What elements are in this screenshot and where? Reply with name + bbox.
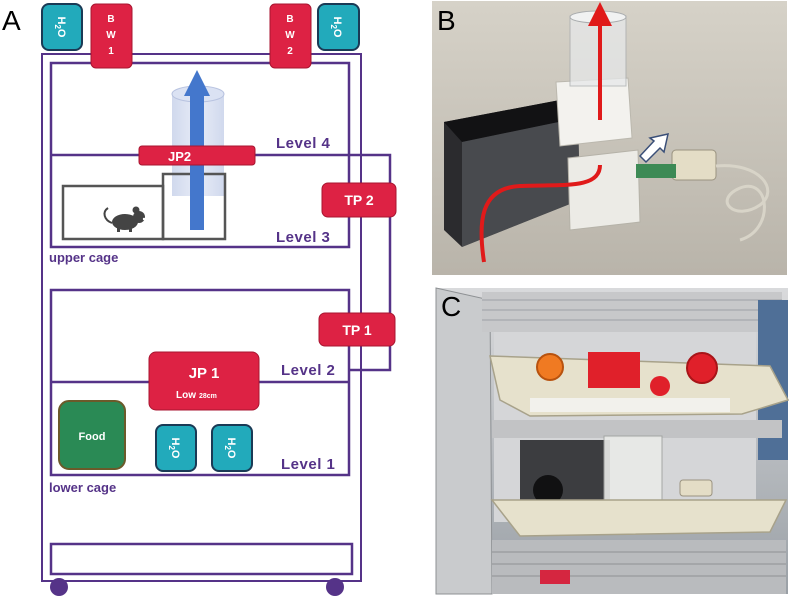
bw2-box (269, 3, 312, 69)
lower-cage-label: lower cage (49, 480, 116, 495)
water-label-lower-1: H2O (167, 438, 181, 459)
bw1-letter-1: B (107, 14, 114, 25)
lower-tray (490, 499, 788, 537)
transparent-front (462, 118, 580, 247)
food-label: Food (79, 431, 106, 443)
bw1-letter-2: W (106, 30, 116, 41)
bw2-letter-2: W (285, 30, 295, 41)
lower-sensor-box (679, 479, 713, 497)
jp2-platform (138, 145, 256, 166)
jump-arrow-head (184, 70, 210, 96)
red-tunnel-small (650, 376, 670, 396)
food-container (58, 400, 126, 470)
panel-label-c: C (441, 291, 461, 322)
red-item-floor (540, 570, 570, 584)
water-label-top-right: H2O (329, 17, 343, 38)
tp2-box (321, 182, 397, 218)
bw1-box (90, 3, 133, 69)
connecting-tunnel (349, 153, 392, 372)
home-cage (61, 184, 165, 241)
bw1-letter-3: 1 (108, 46, 114, 57)
left-wheel (50, 578, 68, 596)
circuit-board (636, 164, 676, 178)
mid-wire-shelf (492, 420, 782, 438)
bw2-letter-3: 2 (287, 46, 293, 57)
level-4-label: Level 4 (276, 135, 331, 152)
top-wire-grid (482, 299, 782, 321)
sensor-box (671, 149, 717, 181)
panel-label-a: A (2, 5, 21, 36)
top-wire-shelf (482, 292, 782, 332)
upper-cage-label: upper cage (49, 250, 118, 265)
mouse-icon (103, 206, 146, 232)
tp1-box (318, 312, 396, 347)
tp2-label: TP 2 (344, 192, 374, 208)
water-bottle-lower-2 (211, 424, 253, 472)
sensor-cable (715, 164, 770, 242)
right-wheel (326, 578, 344, 596)
white-base (567, 149, 641, 231)
orange-tunnel (536, 353, 564, 381)
pointer-arrow-icon (638, 133, 669, 164)
water-label-lower-2: H2O (223, 438, 237, 459)
upper-tray-bedding (530, 398, 730, 412)
cabinet-door (435, 287, 493, 595)
white-top-block (555, 77, 633, 147)
bw2-letter-1: B (286, 14, 293, 25)
water-bottle-top-left (41, 3, 83, 51)
jp1-height-small: 28cm (199, 393, 217, 400)
bottom-drawer (49, 542, 354, 576)
level-1-label: Level 1 (281, 456, 335, 473)
jp1-height-main: Low (176, 390, 196, 401)
dark-chamber-lid (444, 100, 578, 142)
entry-path (479, 164, 602, 263)
panel-c-photo: C (435, 287, 789, 595)
red-box (588, 352, 640, 388)
bottom-wire-shelf (492, 540, 786, 594)
jp1-label: JP 1 (189, 365, 220, 382)
jp2-label: JP2 (168, 149, 191, 164)
panel-label-b: B (437, 5, 456, 36)
panel-a: A (2, 3, 397, 596)
red-tunnel (686, 352, 718, 384)
lower-dark-chamber (520, 440, 610, 506)
tp1-label: TP 1 (342, 322, 372, 338)
panel-b-photo: B (432, 1, 787, 275)
water-bottle-lower-1 (155, 424, 197, 472)
water-label-top-left: H2O (53, 17, 67, 38)
level-2-label: Level 2 (281, 362, 335, 379)
water-bottle-top-right (317, 3, 360, 51)
lower-chamber-hole (533, 475, 563, 505)
level-3-label: Level 3 (276, 229, 330, 246)
jp1-platform (148, 351, 260, 411)
